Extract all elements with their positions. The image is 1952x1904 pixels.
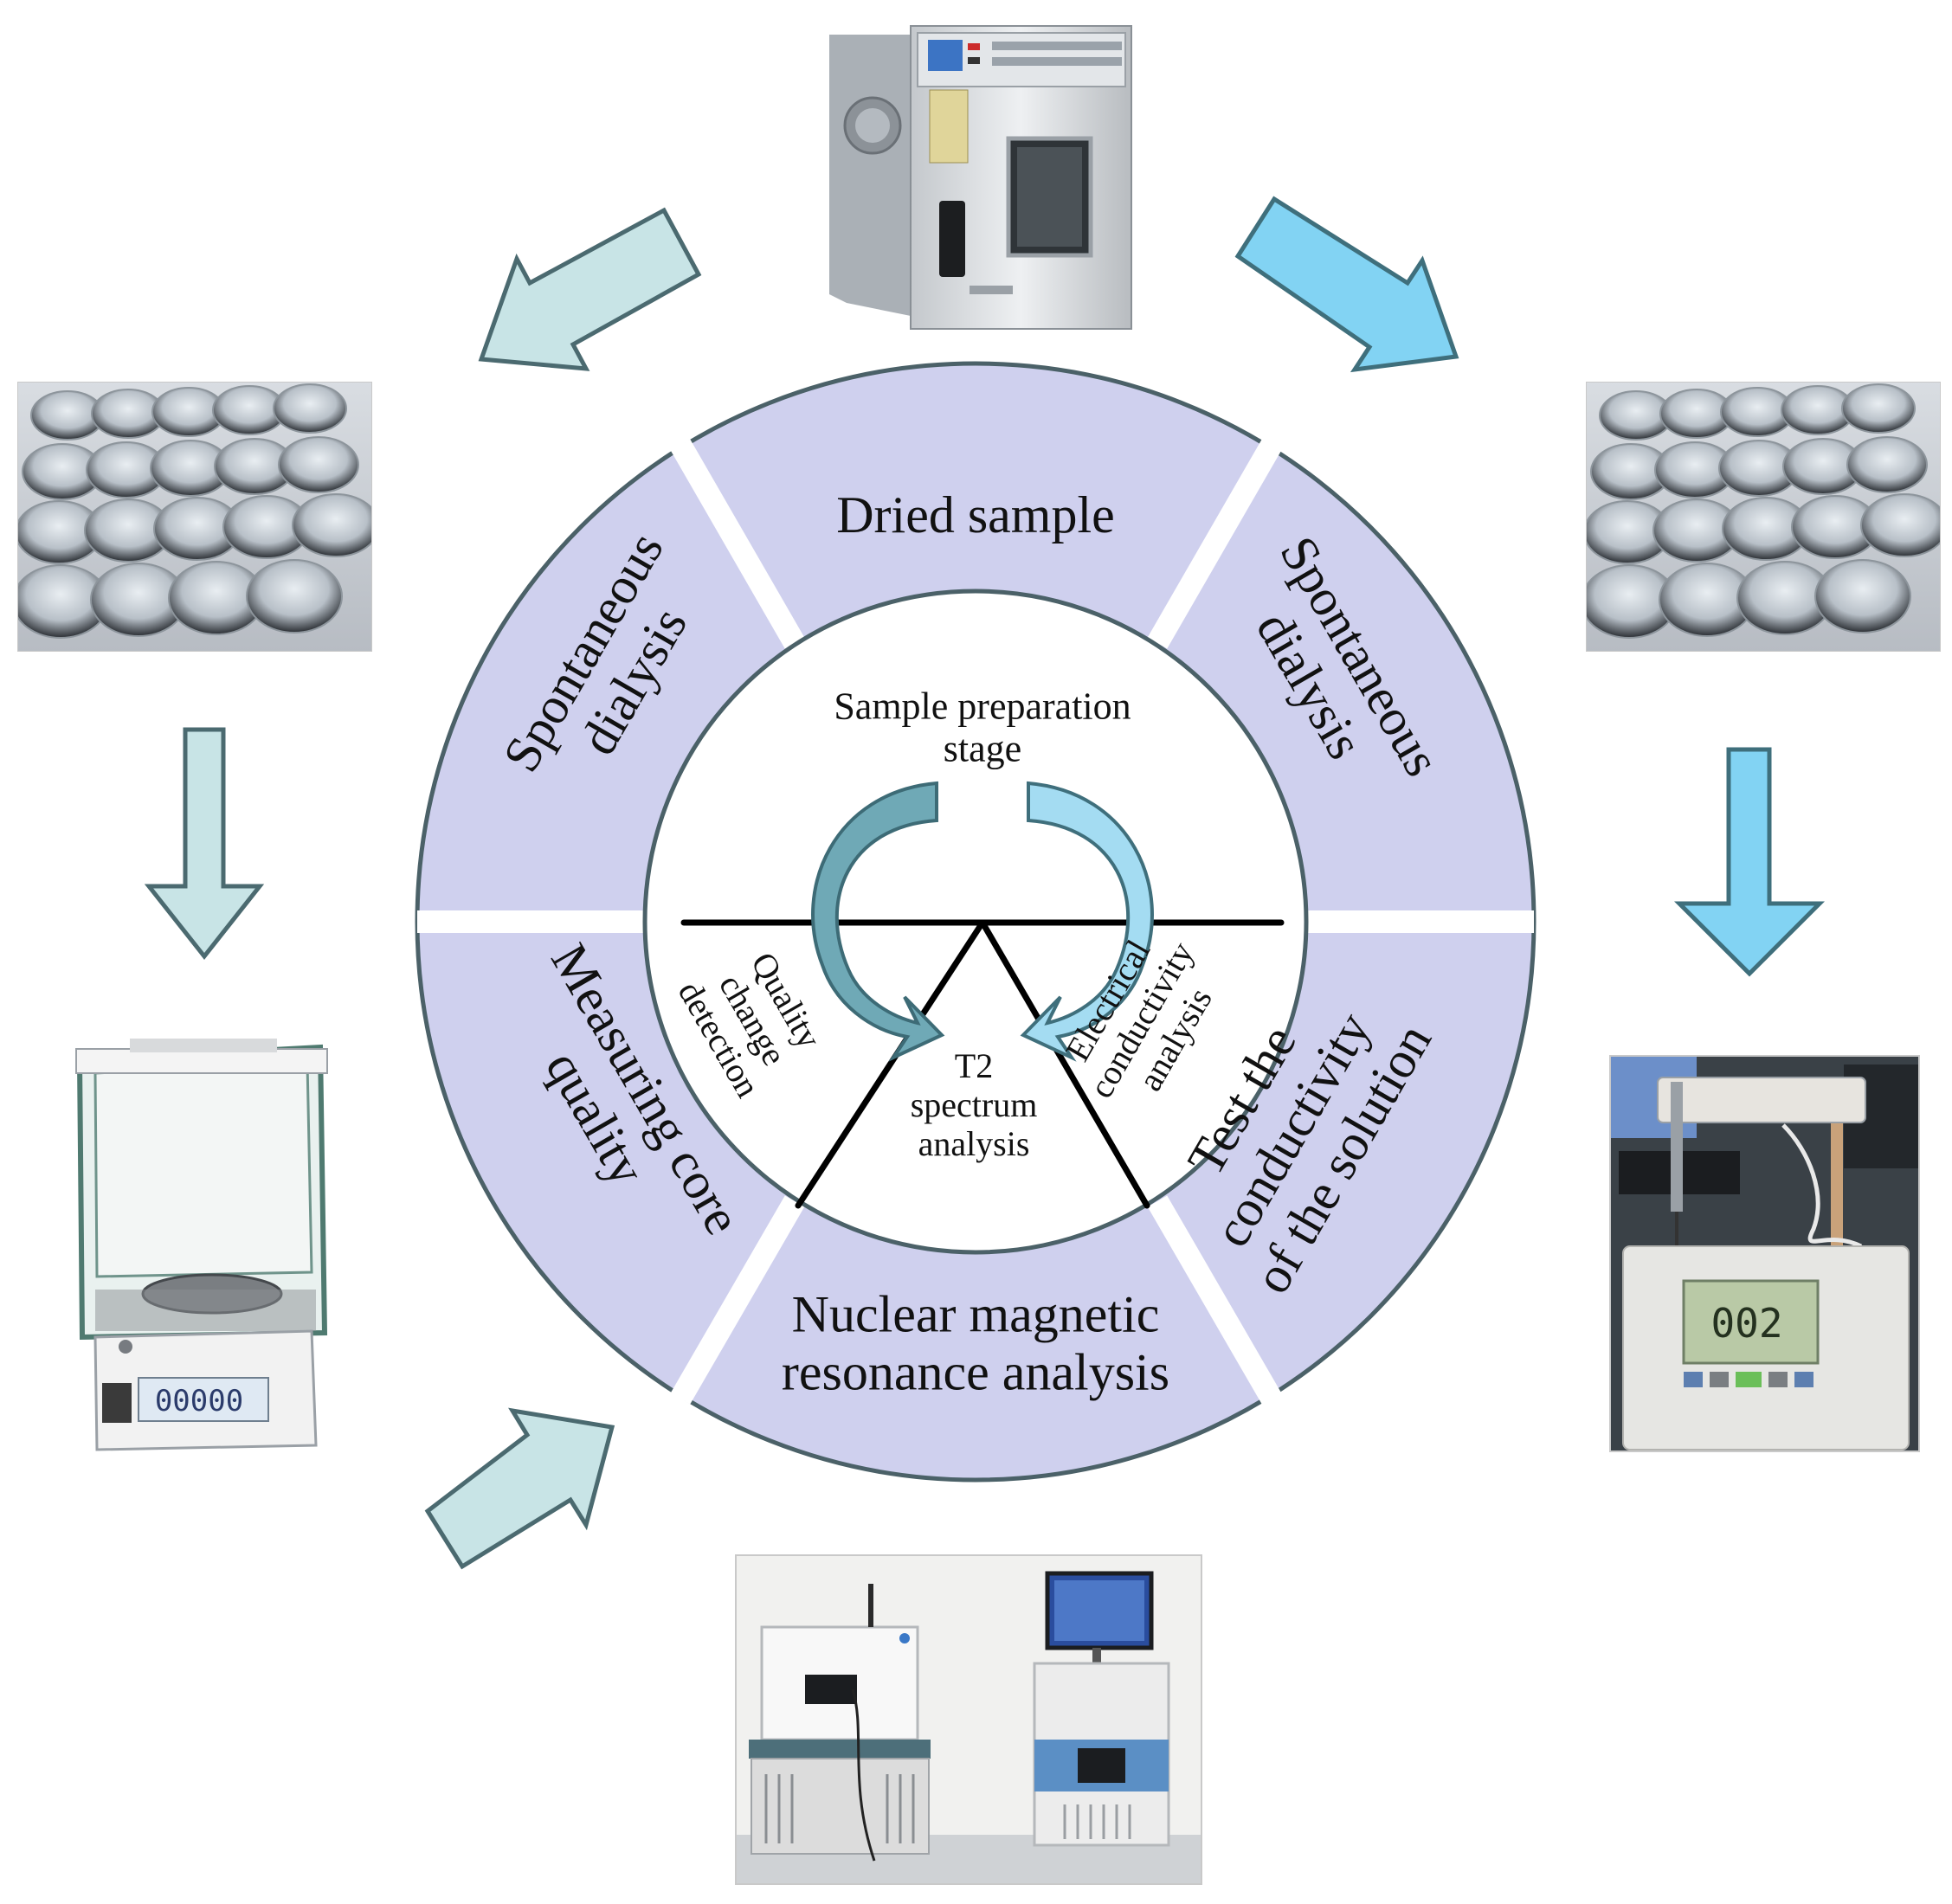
dialysis-beakers-right-photo xyxy=(1586,382,1941,652)
arrow-oven-to-right-dialysis xyxy=(1234,196,1459,373)
drying-oven-photo xyxy=(827,17,1138,338)
divider-upper-left xyxy=(670,439,805,649)
divider-upper-right xyxy=(1147,439,1282,649)
arrow-right-dialysis-to-meter xyxy=(1673,747,1826,977)
inner-curved-arrow-right xyxy=(1020,781,1154,1062)
label-dried-sample: Dried sample xyxy=(836,486,1115,544)
meter-display-readout: 002 xyxy=(1710,1300,1782,1347)
nmr-analyzer-photo xyxy=(735,1554,1202,1885)
dialysis-beakers-left-photo xyxy=(17,382,372,652)
divider-lower-left xyxy=(670,1195,805,1405)
inner-line-left xyxy=(795,919,986,1209)
inner-curved-arrow-left xyxy=(811,781,945,1062)
ring-dividers xyxy=(417,439,1534,1405)
inner-lines xyxy=(680,919,1285,1209)
arrow-oven-to-left-dialysis xyxy=(478,207,702,371)
conductivity-meter-photo: 002 xyxy=(1609,1055,1920,1452)
balance-display-readout: 00000 xyxy=(155,1384,243,1418)
arrow-left-dialysis-to-balance xyxy=(144,727,265,961)
arrow-balance-to-nmr xyxy=(424,1407,615,1570)
inner-line-right xyxy=(979,919,1150,1209)
divider-lower-right xyxy=(1147,1195,1282,1405)
analytical-balance-photo: 00000 xyxy=(75,1039,328,1451)
